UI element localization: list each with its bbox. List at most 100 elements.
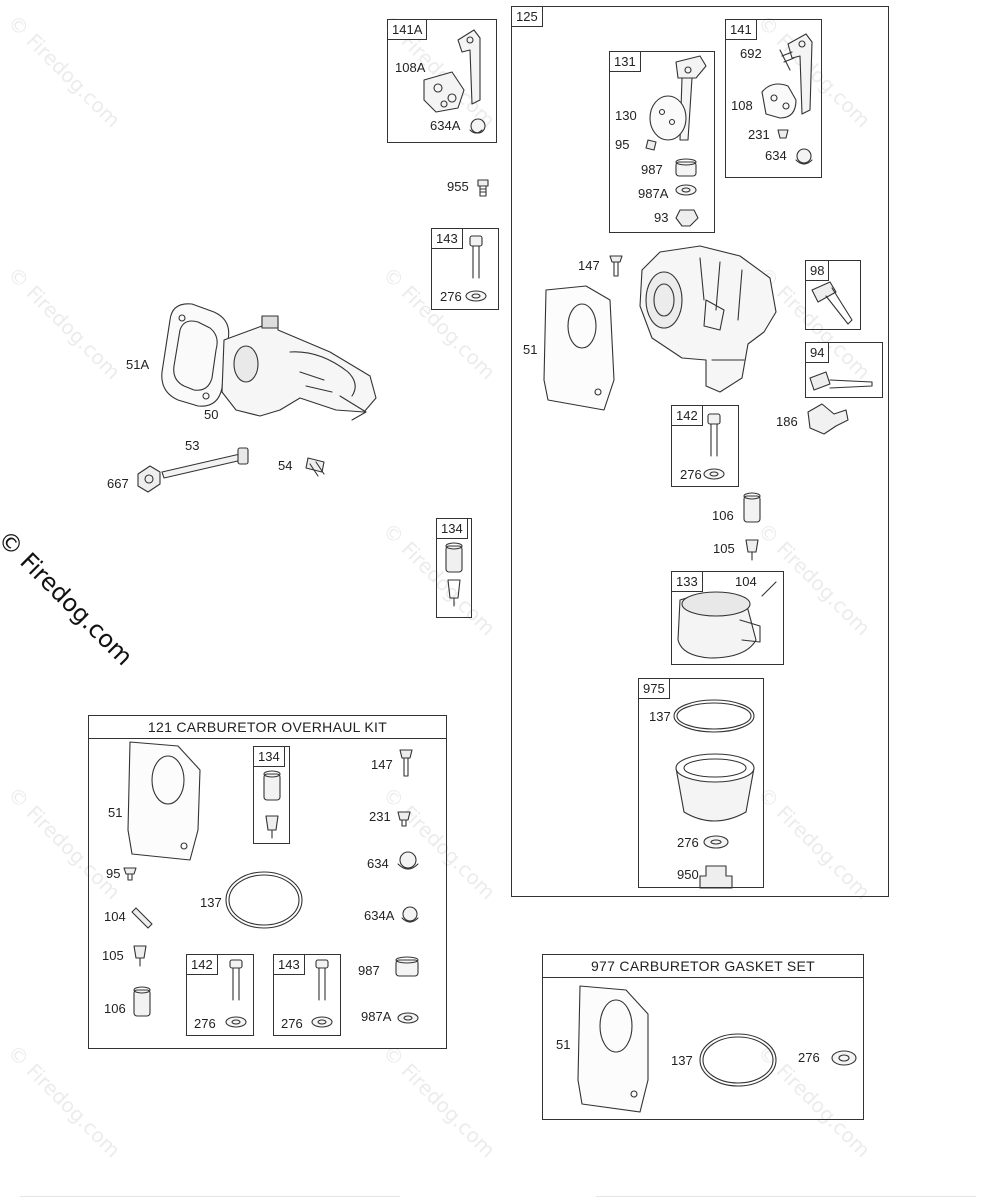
part-label[interactable]: 53: [185, 438, 200, 453]
callout-tab[interactable]: 143: [432, 229, 463, 249]
throttle-shaft-icon: [161, 447, 249, 479]
part-label[interactable]: 137: [649, 709, 671, 724]
overhaul-kit-121: 121 CARBURETOR OVERHAUL KIT: [88, 715, 447, 1049]
callout-tab[interactable]: 143: [274, 955, 305, 975]
part-label[interactable]: 104: [104, 909, 126, 924]
part-label[interactable]: 147: [578, 258, 600, 273]
screw-icon: [399, 749, 413, 777]
bowl-gasket-icon: [673, 699, 755, 733]
emulsion-tube-icon: [225, 959, 247, 1028]
seal-icon: [397, 1012, 419, 1024]
part-label[interactable]: 130: [615, 108, 637, 123]
part-label[interactable]: 108A: [395, 60, 426, 75]
bowl-gasket-icon: [699, 1033, 777, 1087]
part-label[interactable]: 106: [104, 1001, 126, 1016]
mixture-screw-icon: [809, 371, 873, 391]
screw-icon: [397, 811, 411, 827]
part-label[interactable]: 667: [107, 476, 129, 491]
part-label[interactable]: 137: [200, 895, 222, 910]
kit-title[interactable]: 121 CARBURETOR OVERHAUL KIT: [89, 716, 446, 739]
part-label[interactable]: 106: [712, 508, 734, 523]
bowl-nut-icon: [699, 865, 733, 889]
pin-icon: [131, 907, 153, 929]
bowl-gasket-icon: [225, 871, 303, 929]
needle-icon: [745, 539, 759, 561]
emulsion-tube-icon: [311, 959, 333, 1028]
part-label[interactable]: 276: [440, 289, 462, 304]
part-label[interactable]: 51: [523, 342, 538, 357]
callout-tab[interactable]: 131: [610, 52, 641, 72]
part-label[interactable]: 231: [748, 127, 770, 142]
assembly-143: 143: [431, 228, 499, 310]
callout-tab[interactable]: 142: [187, 955, 218, 975]
needle-icon: [133, 945, 147, 967]
footer-divider: [20, 1196, 400, 1197]
float-bowl-icon: [675, 753, 755, 822]
spring-icon: [401, 906, 419, 923]
callout-tab[interactable]: 141A: [388, 20, 428, 40]
part-label[interactable]: 54: [278, 458, 293, 473]
part-label[interactable]: 955: [447, 179, 469, 194]
callout-tab[interactable]: 133: [672, 572, 703, 592]
part-label[interactable]: 987A: [638, 186, 669, 201]
seal-icon: [675, 184, 697, 196]
nut-icon: [137, 465, 161, 493]
throttle-lever-icon: [645, 55, 707, 151]
part-label[interactable]: 987: [641, 162, 663, 177]
part-label[interactable]: 634A: [364, 908, 395, 923]
callout-tab[interactable]: 125: [512, 7, 543, 27]
assembly-975: 975: [638, 678, 764, 888]
callout-tab[interactable]: 98: [806, 261, 830, 281]
part-label[interactable]: 93: [654, 210, 669, 225]
part-label[interactable]: 634A: [430, 118, 461, 133]
screw-icon: [609, 255, 623, 277]
part-label[interactable]: 276: [798, 1050, 820, 1065]
part-label[interactable]: 634: [765, 148, 787, 163]
part-label[interactable]: 51: [556, 1037, 571, 1052]
emulsion-tube-icon: [703, 413, 725, 480]
washer-icon: [675, 158, 697, 177]
seat-icon: [263, 770, 281, 801]
part-label[interactable]: 276: [281, 1016, 303, 1031]
part-label[interactable]: 276: [680, 467, 702, 482]
part-label[interactable]: 104: [735, 574, 757, 589]
callout-tab[interactable]: 142: [672, 406, 703, 426]
part-label[interactable]: 987: [358, 963, 380, 978]
assembly-94: 94: [805, 342, 883, 398]
callout-tab[interactable]: 134: [437, 519, 468, 539]
callout-tab[interactable]: 141: [726, 20, 757, 40]
part-label[interactable]: 186: [776, 414, 798, 429]
part-label[interactable]: 634: [367, 856, 389, 871]
float-icon: [677, 581, 777, 659]
part-label[interactable]: 105: [102, 948, 124, 963]
assembly-98: 98: [805, 260, 861, 330]
elbow-fitting-icon: [807, 403, 849, 435]
part-label[interactable]: 276: [194, 1016, 216, 1031]
screw-icon: [305, 457, 325, 477]
part-label[interactable]: 51A: [126, 357, 150, 372]
callout-tab[interactable]: 975: [639, 679, 670, 699]
gasket-set-977: 977 CARBURETOR GASKET SET: [542, 954, 864, 1120]
part-label[interactable]: 692: [740, 46, 762, 61]
emulsion-tube-icon: [465, 235, 487, 302]
part-label[interactable]: 50: [204, 407, 219, 422]
callout-tab[interactable]: 134: [254, 747, 285, 767]
spring-icon: [469, 118, 486, 134]
callout-tab[interactable]: 94: [806, 343, 830, 363]
part-label[interactable]: 105: [713, 541, 735, 556]
part-label[interactable]: 95: [106, 866, 121, 881]
part-label[interactable]: 51: [108, 805, 123, 820]
part-label[interactable]: 95: [615, 137, 630, 152]
idle-screw-icon: [811, 281, 853, 325]
carburetor-gasket-icon: [127, 741, 201, 861]
part-label[interactable]: 950: [677, 867, 699, 882]
part-label[interactable]: 987A: [361, 1009, 392, 1024]
assembly-133: 133: [671, 571, 784, 665]
part-label[interactable]: 276: [677, 835, 699, 850]
part-label[interactable]: 147: [371, 757, 393, 772]
part-label[interactable]: 231: [369, 809, 391, 824]
part-label[interactable]: 137: [671, 1053, 693, 1068]
kit-title[interactable]: 977 CARBURETOR GASKET SET: [543, 955, 863, 978]
part-label[interactable]: 108: [731, 98, 753, 113]
